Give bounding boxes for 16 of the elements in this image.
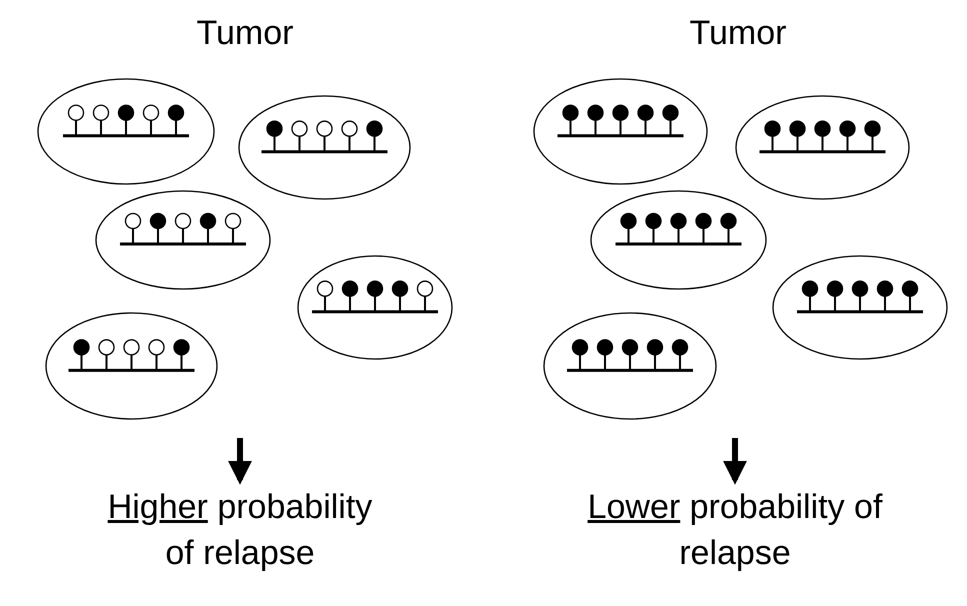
outcome-text: Lower probability of relapse: [585, 484, 885, 580]
arrow: [228, 438, 252, 485]
group-title: Tumor: [688, 14, 788, 53]
cell-ellipse: [590, 190, 767, 290]
cell-ellipse: [45, 312, 218, 420]
cell-ellipse: [735, 95, 910, 200]
cell-ellipse: [238, 95, 411, 200]
arrow: [723, 438, 747, 485]
cell-ellipse: [37, 78, 215, 185]
cell-ellipse: [95, 190, 271, 290]
cell-ellipse: [772, 255, 948, 360]
cell-ellipse: [297, 255, 453, 360]
group-title: Tumor: [196, 14, 294, 53]
outcome-text: Higher probability of relapse: [90, 484, 390, 580]
cell-ellipse: [533, 78, 708, 185]
cell-ellipse: [543, 312, 717, 420]
